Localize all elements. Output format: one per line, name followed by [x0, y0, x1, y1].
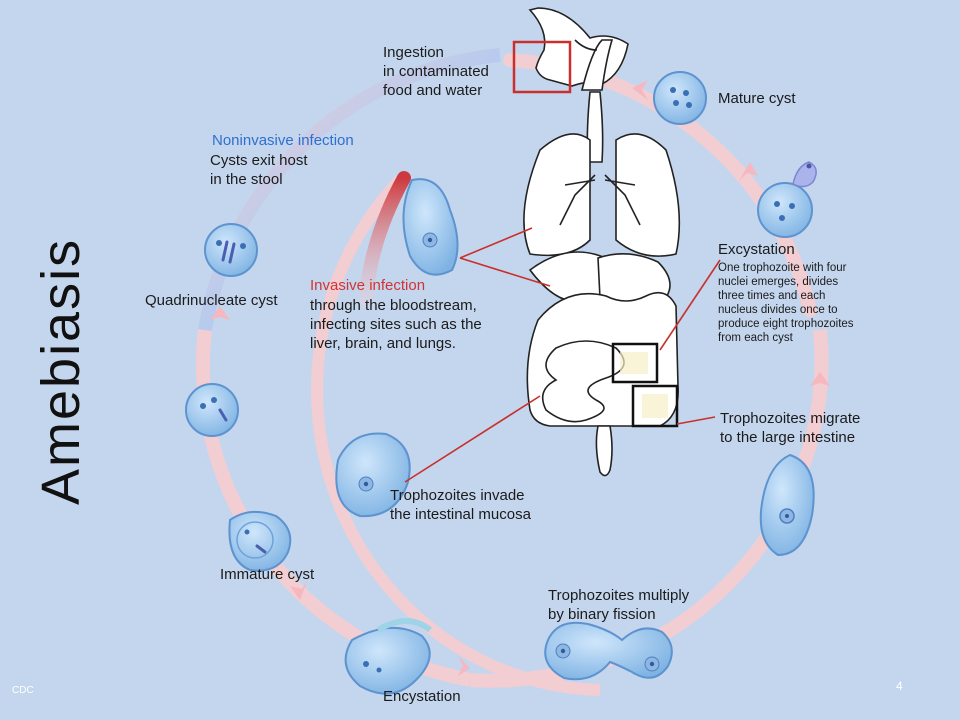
- mature-cyst-label: Mature cyst: [718, 90, 796, 107]
- digestive-system-illustration: [523, 7, 681, 477]
- invasive-heading: Invasive infection: [310, 277, 426, 294]
- immature-cyst-label: Immature cyst: [220, 566, 315, 583]
- invasive-trophozoite-cell: [402, 178, 459, 276]
- invasive-body: through the bloodstream, infecting sites…: [310, 297, 482, 352]
- quadrinucleate-label: Quadrinucleate cyst: [145, 292, 278, 309]
- source-credit: CDC: [12, 685, 34, 696]
- binucleate-cyst-cell: [185, 383, 239, 437]
- binary-fission-cell: [544, 621, 673, 681]
- cycle-arrows: [210, 80, 830, 676]
- encystation-cell: [344, 618, 432, 695]
- migrate-label: Trophozoites migrate to the large intest…: [720, 410, 861, 446]
- multiply-label: Trophozoites multiply by binary fission: [548, 587, 690, 623]
- ingestion-label: Ingestion in contaminated food and water: [383, 44, 489, 99]
- invade-label: Trophozoites invade the intestinal mucos…: [390, 487, 531, 523]
- quadrinucleate-cyst-cell: [204, 223, 258, 277]
- noninvasive-body: Cysts exit host in the stool: [210, 152, 308, 188]
- mature-cyst-cell: [653, 71, 707, 125]
- migrating-trophozoite-cell: [759, 453, 815, 557]
- page-number: 4: [896, 679, 903, 693]
- large-intestine-callout-box: [631, 384, 679, 428]
- small-intestine-callout-box: [611, 342, 659, 384]
- noninvasive-heading: Noninvasive infection: [212, 132, 354, 149]
- excystation-body: One trophozoite with four nuclei emerges…: [718, 262, 854, 344]
- excystation-cell: [757, 161, 817, 238]
- encystation-label: Encystation: [383, 688, 461, 705]
- immature-cyst-cell: [228, 510, 292, 572]
- ingestion-callout-box: [512, 40, 572, 94]
- mucosa-trophozoite-cell: [335, 432, 411, 518]
- leader-lines: [404, 227, 721, 483]
- excystation-heading: Excystation: [718, 241, 795, 258]
